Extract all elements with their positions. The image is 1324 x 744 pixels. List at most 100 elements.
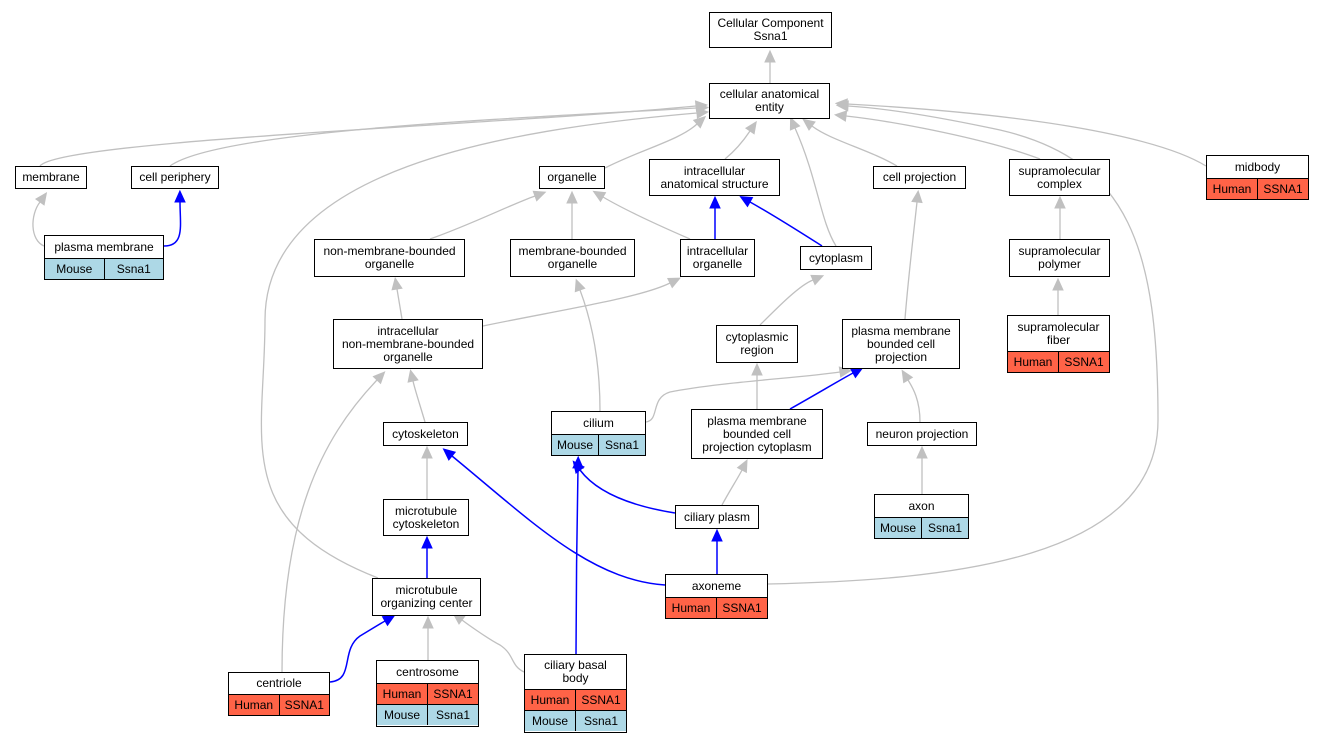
node-membrane-bounded-organelle[interactable]: membrane-bounded organelle bbox=[510, 239, 635, 277]
edge-organelle-to-cae bbox=[604, 115, 707, 169]
node-microtubule-organizing-center[interactable]: microtubule organizing center bbox=[372, 578, 481, 616]
node-cell-periphery[interactable]: cell periphery bbox=[131, 166, 219, 189]
edge-nmbo-to-organelle bbox=[429, 190, 547, 240]
node-cellular-anatomical-entity[interactable]: cellular anatomical entity bbox=[709, 83, 830, 119]
node-label: midbody bbox=[1234, 159, 1281, 174]
edge-axoneme-to-cytoskeleton bbox=[442, 448, 666, 586]
edge-cytoplasm-to-cae bbox=[789, 116, 837, 247]
edge-ias-to-cae bbox=[724, 120, 757, 160]
edge-axoneme-to-ciliary-plasm bbox=[711, 528, 723, 574]
node-plasma-membrane-bounded-cell-projection-cytoplasm[interactable]: plasma membrane bounded cell projection … bbox=[691, 409, 823, 459]
node-label: cilium bbox=[583, 415, 614, 430]
arrowhead bbox=[736, 459, 748, 474]
node-neuron-projection[interactable]: neuron projection bbox=[867, 422, 977, 446]
arrowhead bbox=[911, 189, 923, 204]
edge-line bbox=[811, 125, 898, 167]
gene-symbol: Ssna1 bbox=[103, 259, 163, 279]
node-organelle[interactable]: organelle bbox=[539, 166, 605, 189]
species-mouse: Mouse bbox=[525, 711, 575, 731]
node-supramolecular-complex[interactable]: supramolecular complex bbox=[1009, 159, 1110, 196]
node-label: non-membrane-bounded organelle bbox=[323, 244, 456, 271]
node-supramolecular-polymer[interactable]: supramolecular polymer bbox=[1009, 239, 1110, 277]
node-ciliary-plasm[interactable]: ciliary plasm bbox=[675, 505, 759, 529]
arrowhead bbox=[421, 535, 433, 549]
edge-axoneme-to-cae bbox=[767, 100, 1159, 585]
edge-supra-complex-to-cae bbox=[833, 110, 1041, 160]
species-human: Human bbox=[1207, 179, 1257, 199]
arrowhead bbox=[802, 118, 816, 131]
edge-line bbox=[579, 469, 676, 514]
node-label: plasma membrane bbox=[54, 239, 154, 254]
node-intracellular-non-membrane-bounded-organelle[interactable]: intracellular non-membrane-bounded organ… bbox=[333, 319, 483, 369]
node-microtubule-cytoskeleton[interactable]: microtubule cytoskeleton bbox=[383, 499, 469, 536]
arrowhead bbox=[422, 615, 434, 629]
node-cellular-component-root[interactable]: Cellular Component Ssna1 bbox=[709, 12, 832, 48]
edge-cytoplasm-to-ias bbox=[739, 196, 823, 247]
edge-ciliary-basal-body-to-cilium bbox=[572, 455, 584, 655]
arrowhead bbox=[592, 190, 607, 203]
arrowhead bbox=[739, 196, 754, 208]
edge-mtoc-to-mt-cytoskeleton bbox=[421, 535, 433, 578]
node-intracellular-organelle[interactable]: intracellular organelle bbox=[680, 239, 755, 277]
node-label: centrosome bbox=[396, 664, 459, 679]
arrowhead bbox=[391, 276, 403, 291]
arrowhead bbox=[835, 100, 849, 112]
node-plasma-membrane-bounded-cell-projection[interactable]: plasma membrane bounded cell projection bbox=[842, 319, 960, 369]
edge-line bbox=[846, 103, 1207, 167]
edge-line bbox=[260, 112, 698, 579]
node-membrane[interactable]: membrane bbox=[15, 166, 87, 189]
edge-cyto-region-to-cytoplasm bbox=[759, 274, 825, 326]
species-mouse: Mouse bbox=[552, 435, 598, 455]
node-cell-projection[interactable]: cell projection bbox=[873, 166, 966, 189]
node-label: membrane bbox=[22, 170, 80, 184]
edge-line bbox=[721, 469, 743, 506]
arrowhead bbox=[442, 448, 457, 461]
edge-cae-to-root bbox=[764, 49, 776, 83]
gene-symbol: Ssna1 bbox=[427, 705, 478, 725]
gene-symbol: SSNA1 bbox=[575, 690, 626, 710]
gene-symbol: Ssna1 bbox=[921, 518, 968, 538]
arrowhead bbox=[381, 614, 396, 627]
gene-symbol: SSNA1 bbox=[1058, 352, 1109, 372]
edge-line bbox=[451, 455, 666, 586]
node-label: cytoplasmic region bbox=[725, 330, 789, 357]
node-intracellular-anatomical-structure[interactable]: intracellular anatomical structure bbox=[649, 159, 780, 196]
node-label: membrane-bounded organelle bbox=[518, 244, 627, 271]
edge-line bbox=[767, 105, 1159, 585]
node-cytoplasmic-region[interactable]: cytoplasmic region bbox=[716, 325, 798, 363]
edge-line bbox=[602, 196, 691, 240]
node-non-membrane-bounded-organelle[interactable]: non-membrane-bounded organelle bbox=[314, 239, 465, 277]
species-mouse: Mouse bbox=[875, 518, 921, 538]
arrowhead bbox=[709, 195, 721, 209]
node-label: Cellular Component Ssna1 bbox=[717, 16, 824, 43]
edge-cytoskeleton-to-inmbo bbox=[407, 369, 426, 423]
gene-symbol: Ssna1 bbox=[598, 435, 645, 455]
edge-line bbox=[794, 127, 837, 247]
edge-line bbox=[429, 195, 536, 240]
species-mouse: Mouse bbox=[377, 705, 427, 725]
node-cytoskeleton[interactable]: cytoskeleton bbox=[383, 422, 468, 446]
edge-cell-projection-to-cae bbox=[802, 118, 898, 167]
edge-line bbox=[32, 201, 45, 247]
node-label: centriole bbox=[256, 676, 302, 690]
edge-supra-fiber-to-supra-polymer bbox=[1052, 277, 1064, 315]
edge-ciliary-plasm-to-pmbcpc bbox=[721, 459, 748, 506]
edge-line bbox=[789, 372, 854, 410]
arrowhead bbox=[789, 116, 801, 131]
node-label: cellular anatomical entity bbox=[719, 87, 820, 114]
node-cytoplasm[interactable]: cytoplasm bbox=[800, 246, 872, 270]
